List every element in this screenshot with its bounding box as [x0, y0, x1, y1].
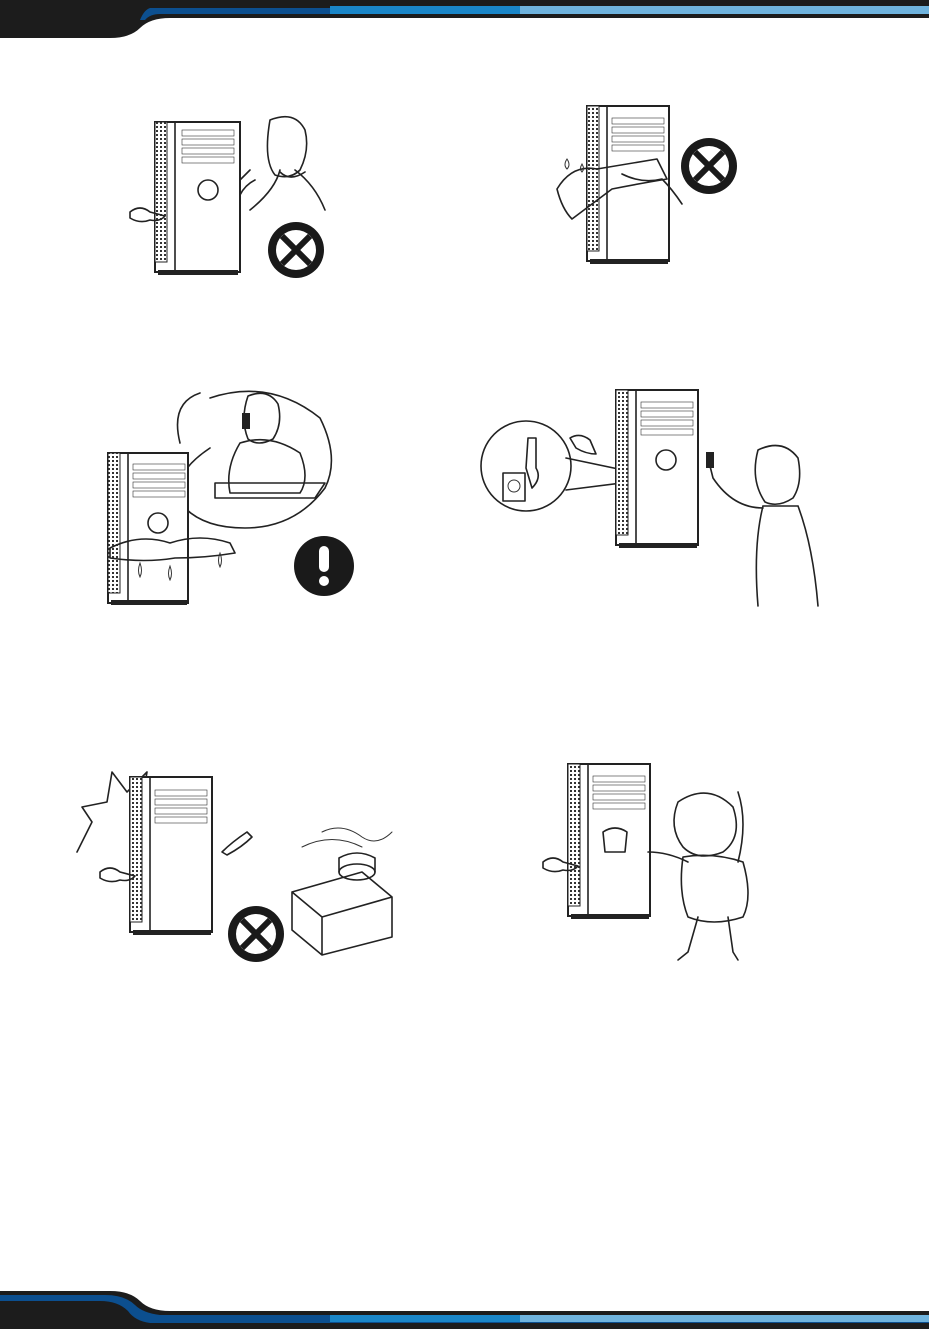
woman-figure — [240, 117, 325, 210]
portable-unit-icon — [616, 390, 698, 548]
gas-stove-icon — [292, 828, 392, 955]
illustration-unit-woman — [120, 110, 340, 285]
prohibited-icon — [681, 138, 737, 194]
portable-unit-icon — [155, 122, 240, 275]
illustration-gas-stove — [72, 762, 392, 967]
portable-unit-icon — [568, 764, 650, 919]
portable-unit-icon — [130, 777, 212, 935]
woman-figure — [706, 446, 818, 607]
header-band — [0, 0, 929, 42]
warning-icon — [294, 536, 354, 596]
illustration-child-pushing — [538, 762, 763, 972]
illustration-leak-call-service — [100, 388, 360, 613]
footer-band — [0, 1287, 929, 1329]
illustration-wet-hands — [552, 104, 752, 269]
speech-bubble — [178, 391, 332, 528]
portable-unit-icon — [108, 453, 188, 605]
child-figure — [648, 792, 748, 960]
prohibited-icon — [268, 222, 324, 278]
prohibited-icon — [228, 906, 284, 962]
illustration-unplug — [478, 388, 823, 608]
portable-unit-icon — [587, 106, 669, 264]
